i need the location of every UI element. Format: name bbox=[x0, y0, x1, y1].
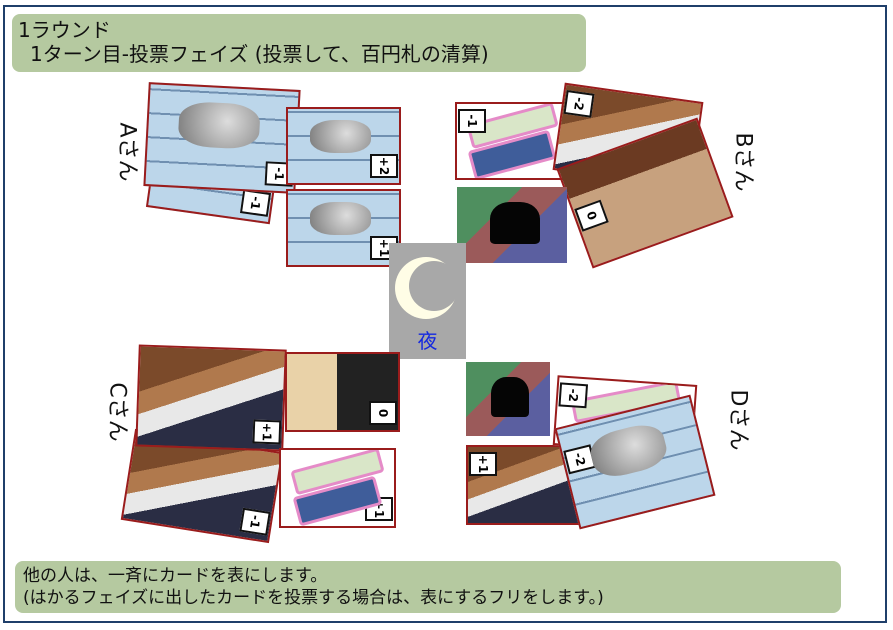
round-label: 1ラウンド bbox=[18, 18, 111, 42]
card-value: +1 bbox=[252, 419, 282, 445]
card-value: 0 bbox=[369, 401, 397, 425]
night-label: 夜 bbox=[417, 329, 438, 353]
player-c-card[interactable]: +1 bbox=[135, 344, 287, 452]
player-d-label: Dさん bbox=[725, 389, 751, 451]
card-value: -1 bbox=[239, 507, 271, 536]
player-b-card[interactable]: -1 bbox=[455, 102, 570, 180]
player-a-card[interactable]: +1 bbox=[286, 189, 401, 267]
card-value: -2 bbox=[563, 90, 595, 118]
card-value: -1 bbox=[458, 109, 486, 133]
moon-icon bbox=[395, 257, 459, 319]
card-value: +1 bbox=[469, 452, 497, 476]
illustration-card bbox=[457, 187, 567, 263]
player-a-label: Aさん bbox=[114, 122, 140, 182]
card-value: +2 bbox=[370, 154, 398, 178]
card-value: -1 bbox=[239, 189, 272, 217]
instruction-banner: 他の人は、一斉にカードを表にします。 (はかるフェイズに出したカードを投票する場… bbox=[15, 561, 841, 613]
player-b-label: Bさん bbox=[730, 132, 756, 192]
instruction-line-1: 他の人は、一斉にカードを表にします。 bbox=[23, 566, 328, 586]
player-c-card[interactable]: 0 bbox=[285, 352, 400, 432]
phase-banner: 1ラウンド 1ターン目-投票フェイズ (投票して、百円札の清算) bbox=[12, 14, 586, 72]
instruction-line-2: (はかるフェイズに出したカードを投票する場合は、表にするフリをします。) bbox=[23, 588, 604, 608]
player-c-label: Cさん bbox=[104, 382, 130, 442]
board-frame bbox=[3, 5, 887, 623]
illustration-card bbox=[466, 362, 550, 436]
player-a-card[interactable]: -1 bbox=[143, 82, 301, 194]
night-card: 夜 bbox=[389, 243, 466, 359]
card-value: +1 bbox=[365, 497, 393, 521]
player-c-card[interactable]: +1 bbox=[279, 448, 396, 528]
card-value: 0 bbox=[574, 199, 609, 232]
card-value: -2 bbox=[563, 444, 597, 475]
card-value: -2 bbox=[558, 382, 589, 409]
phase-label: 1ターン目-投票フェイズ (投票して、百円札の清算) bbox=[30, 42, 489, 66]
player-a-card[interactable]: +2 bbox=[286, 107, 401, 185]
